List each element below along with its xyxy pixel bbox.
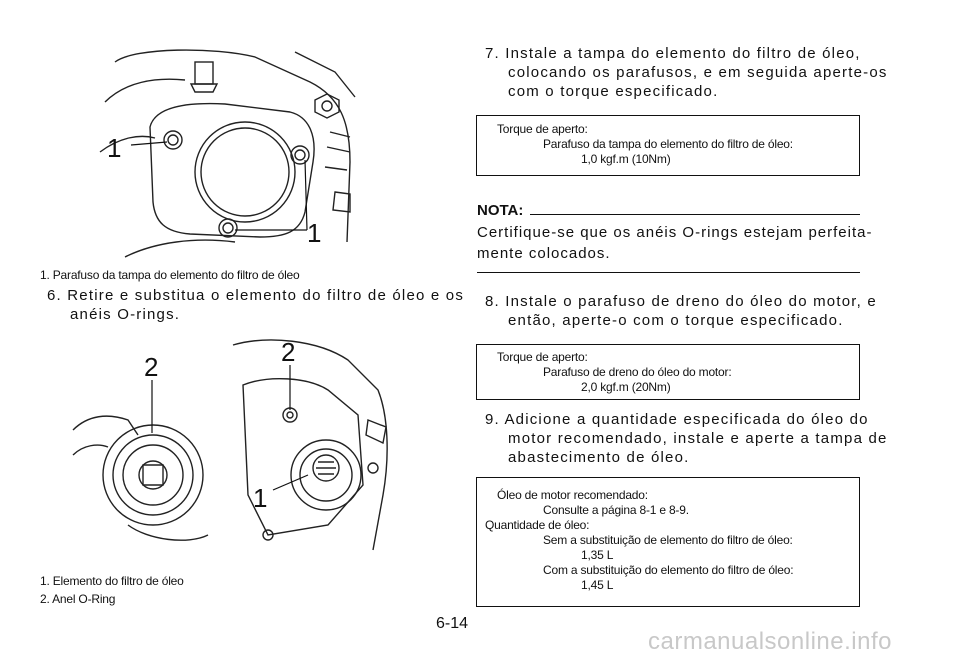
step-6: 6. Retire e substitua o elemento do filt… [47, 286, 464, 324]
oil-with-filter-label: Com a substituição do elemento do filtro… [543, 563, 794, 577]
watermark: carmanualsonline.info [648, 628, 892, 655]
step-9-line-3: abastecimento de óleo. [508, 449, 690, 466]
figure-oil-filter-cover-bolts: 1 1 [99, 49, 356, 258]
step-7-line-3: com o torque especificado. [508, 83, 719, 100]
page-number: 6-14 [436, 615, 469, 632]
figure1-callout-1b: 1 [307, 218, 321, 248]
nota-line-2: mente colocados. [477, 245, 611, 262]
oil-quantity-label: Quantidade de óleo: [485, 518, 590, 532]
oil-recommended-ref: Consulte a página 8-1 e 8-9. [543, 503, 689, 517]
oil-spec-box: Óleo de motor recomendado: Consulte a pá… [476, 477, 860, 607]
figure2-caption-2: 2. Anel O-Ring [40, 592, 116, 606]
torque-box-filter-cover: Torque de aperto: Parafuso da tampa do e… [476, 115, 860, 176]
oil-without-filter-label: Sem a substituição de elemento do filtro… [543, 533, 793, 547]
step-9-line-1: 9. Adicione a quantidade especificada do… [485, 411, 869, 428]
nota-label: NOTA: [477, 202, 524, 219]
nota-top-rule [530, 214, 860, 215]
step-7-line-2: colocando os parafusos, e em seguida ape… [508, 64, 888, 81]
oil-without-filter-value: 1,35 L [581, 548, 614, 562]
step-7: 7. Instale a tampa do elemento do filtro… [485, 44, 888, 101]
step-7-line-1: 7. Instale a tampa do elemento do filtro… [485, 45, 861, 62]
nota-bottom-rule [477, 272, 860, 273]
figure2-callout-2a: 2 [144, 352, 158, 382]
step-8: 8. Instale o parafuso de dreno do óleo d… [485, 292, 877, 330]
nota-text: Certifique-se que os anéis O-rings estej… [477, 222, 873, 264]
figure-oil-filter-element: 2 2 1 [72, 337, 388, 551]
step-8-line-2: então, aperte-o com o torque especificad… [508, 312, 844, 329]
oil-recommended-label: Óleo de motor recomendado: [497, 488, 648, 502]
torque-item: Parafuso da tampa do elemento do filtro … [543, 137, 793, 151]
torque-label: Torque de aperto: [497, 122, 588, 136]
figure1-caption: 1. Parafuso da tampa do elemento do filt… [40, 268, 300, 282]
step-6-line-2: anéis O-rings. [70, 306, 181, 323]
figure2-callout-1: 1 [253, 483, 267, 513]
nota-line-1: Certifique-se que os anéis O-rings estej… [477, 224, 873, 241]
step-9-line-2: motor recomendado, instale e aperte a ta… [508, 430, 888, 447]
oil-with-filter-value: 1,45 L [581, 578, 614, 592]
torque-value: 2,0 kgf.m (20Nm) [581, 380, 671, 394]
step-9: 9. Adicione a quantidade especificada do… [485, 410, 888, 467]
step-6-line-1: 6. Retire e substitua o elemento do filt… [47, 287, 465, 304]
torque-item: Parafuso de dreno do óleo do motor: [543, 365, 732, 379]
torque-box-drain-bolt: Torque de aperto: Parafuso de dreno do ó… [476, 344, 860, 400]
figure2-callout-2b: 2 [281, 337, 295, 367]
figure2-caption-1: 1. Elemento do filtro de óleo [40, 574, 184, 588]
torque-label: Torque de aperto: [497, 350, 588, 364]
torque-value: 1,0 kgf.m (10Nm) [581, 152, 671, 166]
figure1-callout-1a: 1 [107, 133, 121, 163]
step-8-line-1: 8. Instale o parafuso de dreno do óleo d… [485, 293, 877, 310]
